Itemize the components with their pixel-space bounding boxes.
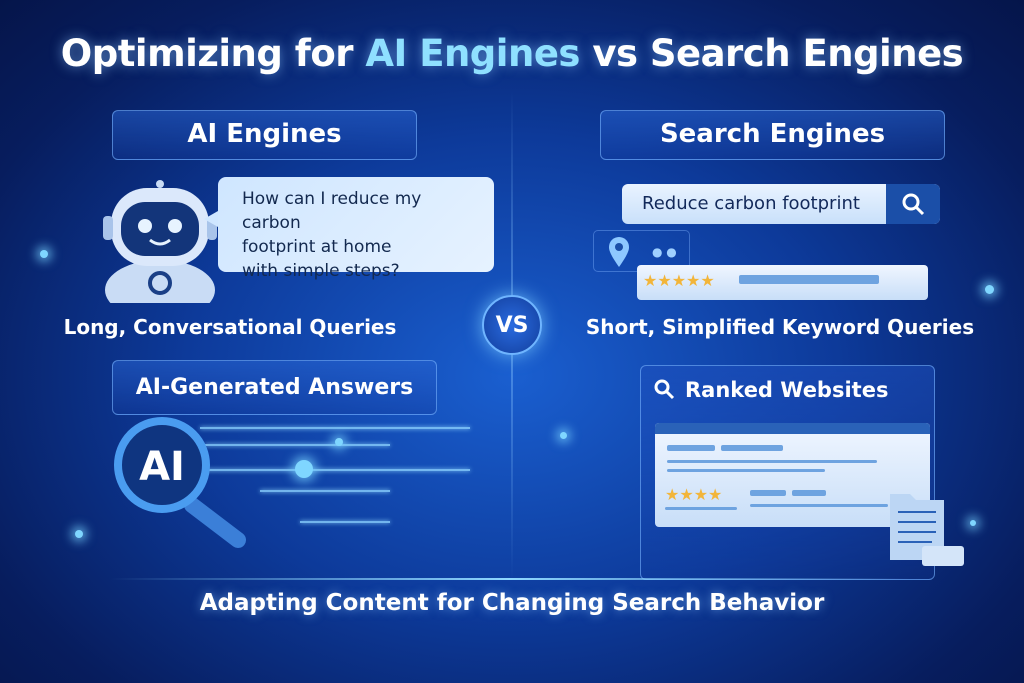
text-placeholder-bar <box>667 460 877 463</box>
footer-tagline: Adapting Content for Changing Search Beh… <box>199 590 825 616</box>
glow-dot <box>40 250 48 258</box>
browser-window[interactable]: ★★★★ <box>655 423 930 527</box>
glow-dot <box>560 432 567 439</box>
document-icon <box>890 494 964 566</box>
ai-answers-header: AI-Generated Answers <box>112 360 437 415</box>
bubble-line: with simple steps? <box>242 261 400 281</box>
text-placeholder-bar <box>792 490 826 496</box>
chat-bubble: How can I reduce my carbon footprint at … <box>204 177 494 281</box>
circuit-line <box>200 427 470 429</box>
search-button[interactable] <box>886 184 940 224</box>
glow-dot <box>985 285 994 294</box>
location-pin-icon <box>609 237 629 267</box>
glow-node <box>335 438 343 446</box>
glow-dot <box>970 520 976 526</box>
text-placeholder-bar <box>721 445 783 451</box>
search-engines-header: Search Engines <box>600 110 945 160</box>
rating-stars: ★★★★ <box>665 485 723 504</box>
search-icon <box>654 379 675 400</box>
bubble-line: How can I reduce my carbon <box>242 189 422 233</box>
ranked-header: Ranked Websites <box>653 378 888 402</box>
robot-icon <box>103 180 217 303</box>
magnifier-ai-icon: AI <box>114 417 246 548</box>
circuit-line <box>300 521 390 523</box>
text-placeholder-bar <box>665 507 737 510</box>
text-placeholder-bar <box>739 275 879 284</box>
result-card-top[interactable]: ★★★★★ <box>637 265 928 300</box>
glow-dot <box>75 530 83 538</box>
magnifier-label: AI <box>139 444 185 490</box>
ai-engines-header: AI Engines <box>112 110 417 160</box>
circuit-line <box>205 469 470 471</box>
rating-stars: ★★★★★ <box>643 271 715 290</box>
page-title: Optimizing for AI Engines vs Search Engi… <box>60 32 964 75</box>
text-placeholder-bar <box>667 469 825 472</box>
search-icon <box>902 193 925 216</box>
circuit-line <box>260 490 390 492</box>
text-placeholder-bar <box>750 504 888 507</box>
browser-titlebar <box>655 423 930 434</box>
bubble-line: footprint at home <box>242 237 392 257</box>
footer-glow-line <box>110 578 910 580</box>
left-caption: Long, Conversational Queries <box>63 315 397 339</box>
text-placeholder-bar <box>750 490 786 496</box>
vs-badge: VS <box>482 295 542 355</box>
right-caption: Short, Simplified Keyword Queries <box>585 315 975 339</box>
circuit-line <box>205 444 390 446</box>
text-placeholder-bar <box>667 445 715 451</box>
glow-node <box>295 460 313 478</box>
search-input[interactable]: Reduce carbon footprint <box>622 184 940 224</box>
